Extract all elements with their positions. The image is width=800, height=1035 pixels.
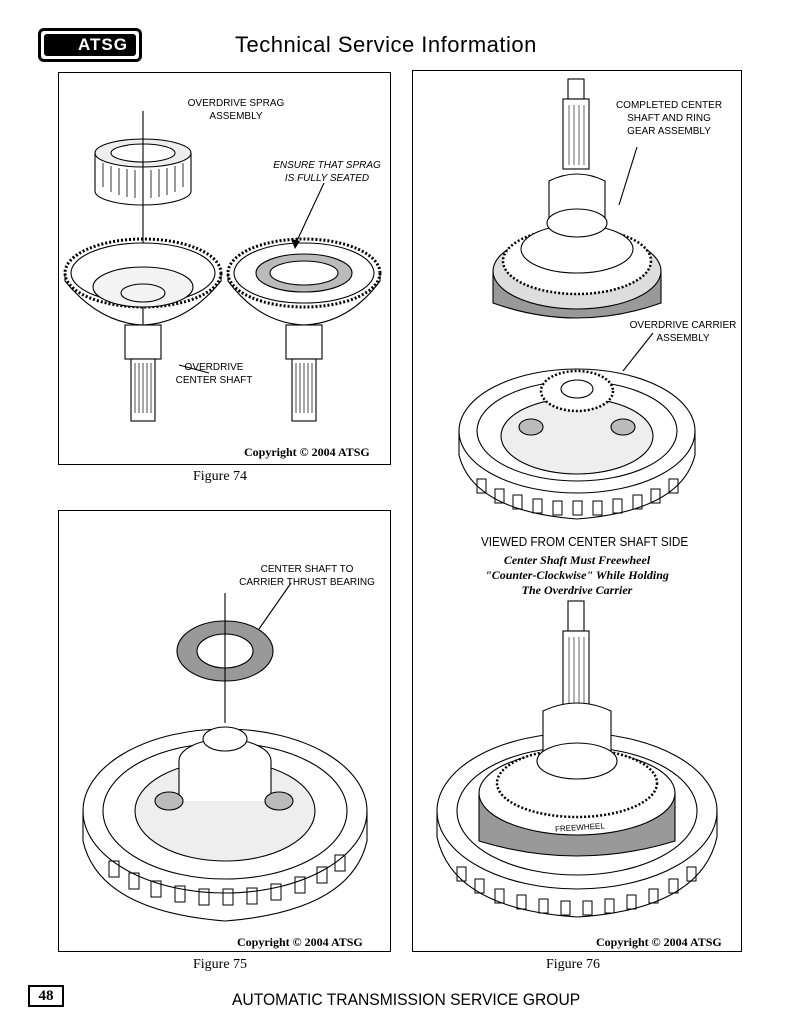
copyright-text: Copyright © 2004 ATSG — [596, 935, 722, 949]
footer-organization: AUTOMATIC TRANSMISSION SERVICE GROUP — [232, 990, 581, 1009]
label-thrust-bearing: CENTER SHAFT TO CARRIER THRUST BEARING — [232, 563, 382, 589]
label-line: OVERDRIVE CARRIER — [629, 320, 737, 331]
label-line: ENSURE THAT SPRAG — [273, 160, 381, 171]
label-overdrive-sprag: OVERDRIVE SPRAG ASSEMBLY — [166, 97, 306, 123]
label-overdrive-carrier: OVERDRIVE CARRIER ASSEMBLY — [627, 319, 739, 345]
viewed-from-heading: VIEWED FROM CENTER SHAFT SIDE — [481, 534, 689, 549]
figure-75-illustration — [82, 582, 368, 922]
label-overdrive-center-shaft: OVERDRIVE CENTER SHAFT — [169, 361, 259, 387]
label-line: IS FULLY SEATED — [284, 173, 370, 184]
freewheel-instructions: Center Shaft Must Freewheel "Counter-Clo… — [457, 553, 697, 598]
label-line: COMPLETED CENTER — [615, 100, 723, 111]
figure-75-caption: Figure 75 — [193, 957, 248, 972]
label-line: GEAR ASSEMBLY — [627, 126, 711, 137]
instruction-line: "Counter-Clockwise" While Holding — [485, 568, 669, 582]
figure-74-illustration — [63, 111, 382, 422]
label-sprag-seated: ENSURE THAT SPRAG IS FULLY SEATED — [265, 159, 389, 185]
label-line: ASSEMBLY — [656, 333, 710, 344]
label-line: CENTER SHAFT — [175, 375, 253, 386]
figure-76-caption: Figure 76 — [546, 957, 601, 972]
label-line: CARRIER THRUST BEARING — [239, 577, 375, 588]
page-number: 48 — [28, 985, 64, 1007]
figure-76-panel: COMPLETED CENTER SHAFT AND RING GEAR ASS… — [412, 70, 742, 952]
logo-text: ATSG — [44, 34, 136, 56]
figure-76-illustration — [436, 78, 718, 918]
atsg-logo: ATSG — [38, 28, 142, 62]
page-title: Technical Service Information — [235, 32, 537, 57]
label-line: ASSEMBLY — [209, 111, 263, 122]
label-completed-assembly: COMPLETED CENTER SHAFT AND RING GEAR ASS… — [609, 99, 729, 138]
copyright-text: Copyright © 2004 ATSG — [244, 445, 370, 459]
label-line: OVERDRIVE SPRAG — [187, 98, 285, 109]
instruction-line: The Overdrive Carrier — [521, 583, 633, 597]
label-line: OVERDRIVE — [184, 362, 244, 373]
label-line: CENTER SHAFT TO — [260, 564, 354, 575]
instruction-line: Center Shaft Must Freewheel — [503, 553, 651, 567]
copyright-text: Copyright © 2004 ATSG — [237, 935, 363, 949]
label-line: SHAFT AND RING — [627, 113, 711, 124]
figure-75-panel: CENTER SHAFT TO CARRIER THRUST BEARING C… — [58, 510, 391, 952]
figure-74-panel: OVERDRIVE SPRAG ASSEMBLY ENSURE THAT SPR… — [58, 72, 391, 465]
figure-74-caption: Figure 74 — [193, 469, 248, 484]
